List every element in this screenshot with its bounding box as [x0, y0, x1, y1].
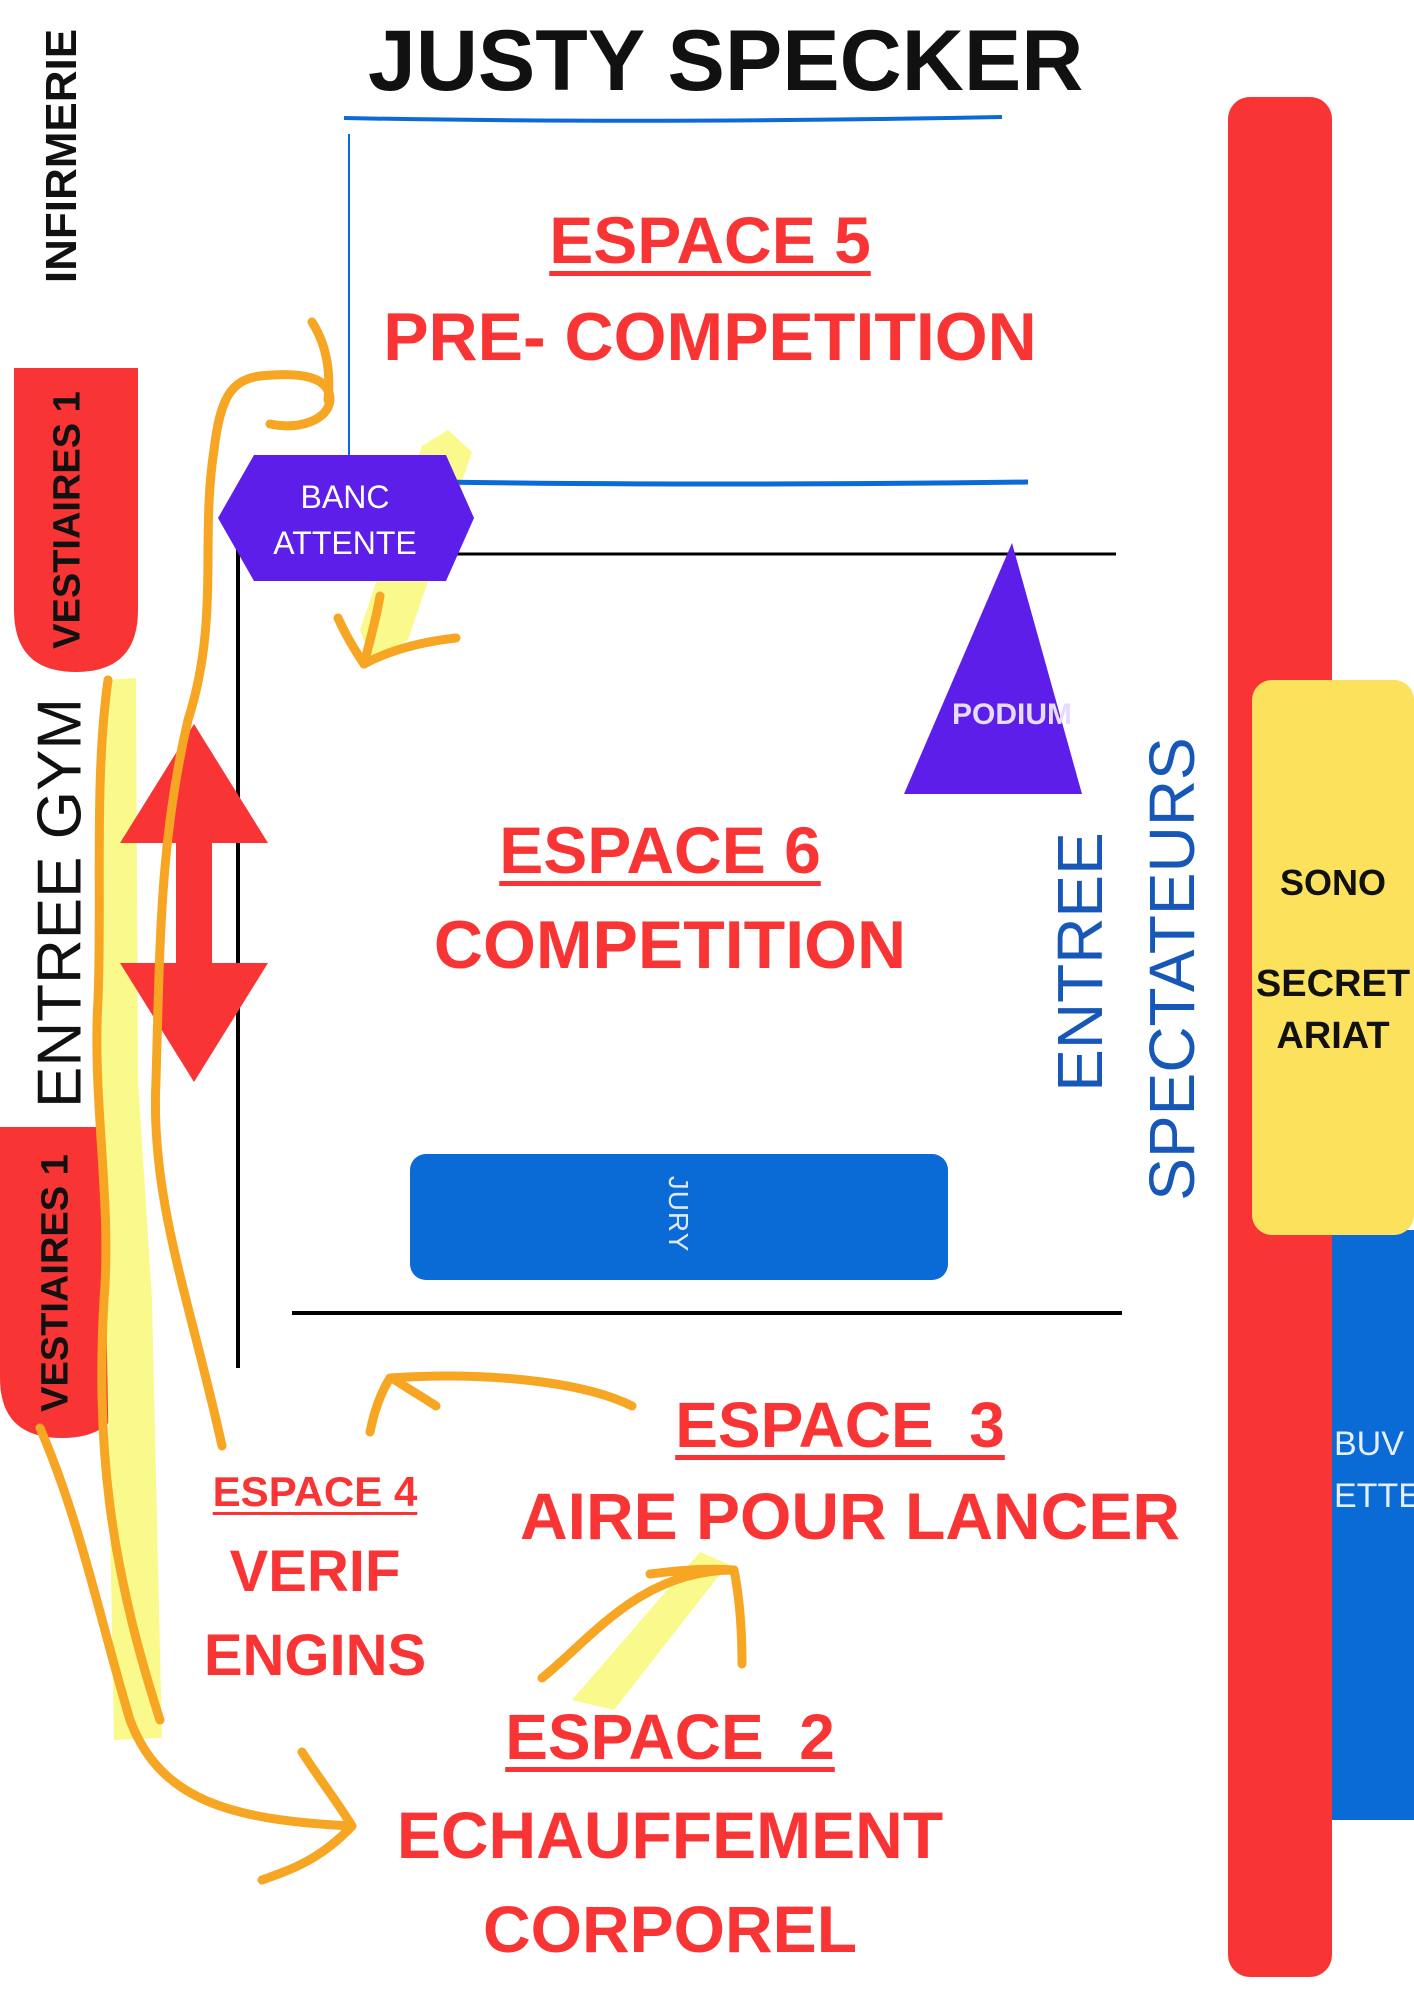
podium-shape — [904, 543, 1082, 794]
secretariat-line1: SECRET — [1255, 963, 1411, 1005]
secretariat-label: SECRET ARIAT — [1252, 958, 1414, 1062]
espace5-name: PRE- COMPETITION — [383, 299, 1037, 375]
flow-arrow-espace3-tip — [387, 1373, 441, 1411]
espace2-name-line2: CORPOREL — [482, 1892, 858, 1966]
espace5-bottom-line — [439, 479, 1029, 487]
sono-label: SONO — [1279, 862, 1386, 903]
espace4-name-line2: ENGINS — [203, 1623, 427, 1688]
banc-attente-label: BANC ATTENTE — [240, 474, 450, 566]
double-arrow-icon — [120, 724, 268, 1082]
highlight-strip-espace3 — [572, 1552, 728, 1710]
flow-arrow-top — [307, 317, 334, 405]
buvette-line2: ETTE — [1334, 1477, 1414, 1515]
infirmerie-label: INFIRMERIE — [37, 28, 86, 284]
vestiaires-bottom-label: VESTIAIRES 1 — [34, 1154, 77, 1412]
buvette-line1: BUV — [1334, 1425, 1404, 1463]
flow-arrow-espace2-up-tip — [645, 1564, 739, 1579]
secretariat-line2: ARIAT — [1276, 1015, 1390, 1057]
jury-table — [410, 1154, 948, 1280]
espace3-name: AIRE POUR LANCER — [519, 1479, 1181, 1553]
buvette-bar — [1332, 1230, 1414, 1820]
vestiaires-bottom-shape — [0, 1127, 124, 1438]
banc-attente-line2: ATTENTE — [273, 525, 417, 561]
entree-spectateurs-line1: ENTREE — [1044, 832, 1116, 1092]
flow-line-main — [150, 370, 335, 1451]
entree-gym-label: ENTREE GYM — [25, 698, 95, 1108]
vestiaires-top-label: VESTIAIRES 1 — [46, 391, 89, 649]
espace3-heading: ESPACE 3 — [675, 1389, 1005, 1461]
flow-line-vest-left — [92, 675, 165, 1725]
espace2-name-line1: ECHAUFFEMENT — [396, 1798, 944, 1872]
flow-arrow-espace3 — [365, 1371, 637, 1437]
banc-attente-shape — [218, 455, 474, 581]
highlight-strip-left — [100, 678, 162, 1740]
espace4-heading: ESPACE 4 — [212, 1468, 418, 1515]
entree-spectateurs-line2: SPECTATEURS — [1136, 737, 1208, 1201]
espace5-top-line — [343, 115, 1003, 123]
flow-arrow-espace2 — [257, 1747, 357, 1885]
sono-panel — [1252, 680, 1414, 1235]
page-title: JUSTY SPECKER — [368, 13, 1084, 109]
espace4-name: VERIF ENGINS — [180, 1530, 450, 1698]
jury-label: JURY — [663, 1175, 694, 1253]
espace2-name: ECHAUFFEMENT CORPOREL — [360, 1788, 980, 1976]
vestiaires-top-shape — [14, 368, 138, 672]
flow-arrow-banc-tip — [333, 613, 369, 669]
espace6-heading: ESPACE 6 — [499, 813, 821, 887]
espace2-heading: ESPACE 2 — [505, 1701, 835, 1773]
banc-attente-line1: BANC — [300, 479, 390, 515]
buvette-label: BUV ETTE — [1334, 1418, 1414, 1522]
espace4-name-line1: VERIF — [229, 1539, 401, 1604]
espace5-heading: ESPACE 5 — [549, 203, 871, 277]
flow-line-vest2 — [35, 1423, 357, 1831]
podium-label: PODIUM — [952, 698, 1072, 731]
espace6-name: COMPETITION — [433, 907, 907, 983]
